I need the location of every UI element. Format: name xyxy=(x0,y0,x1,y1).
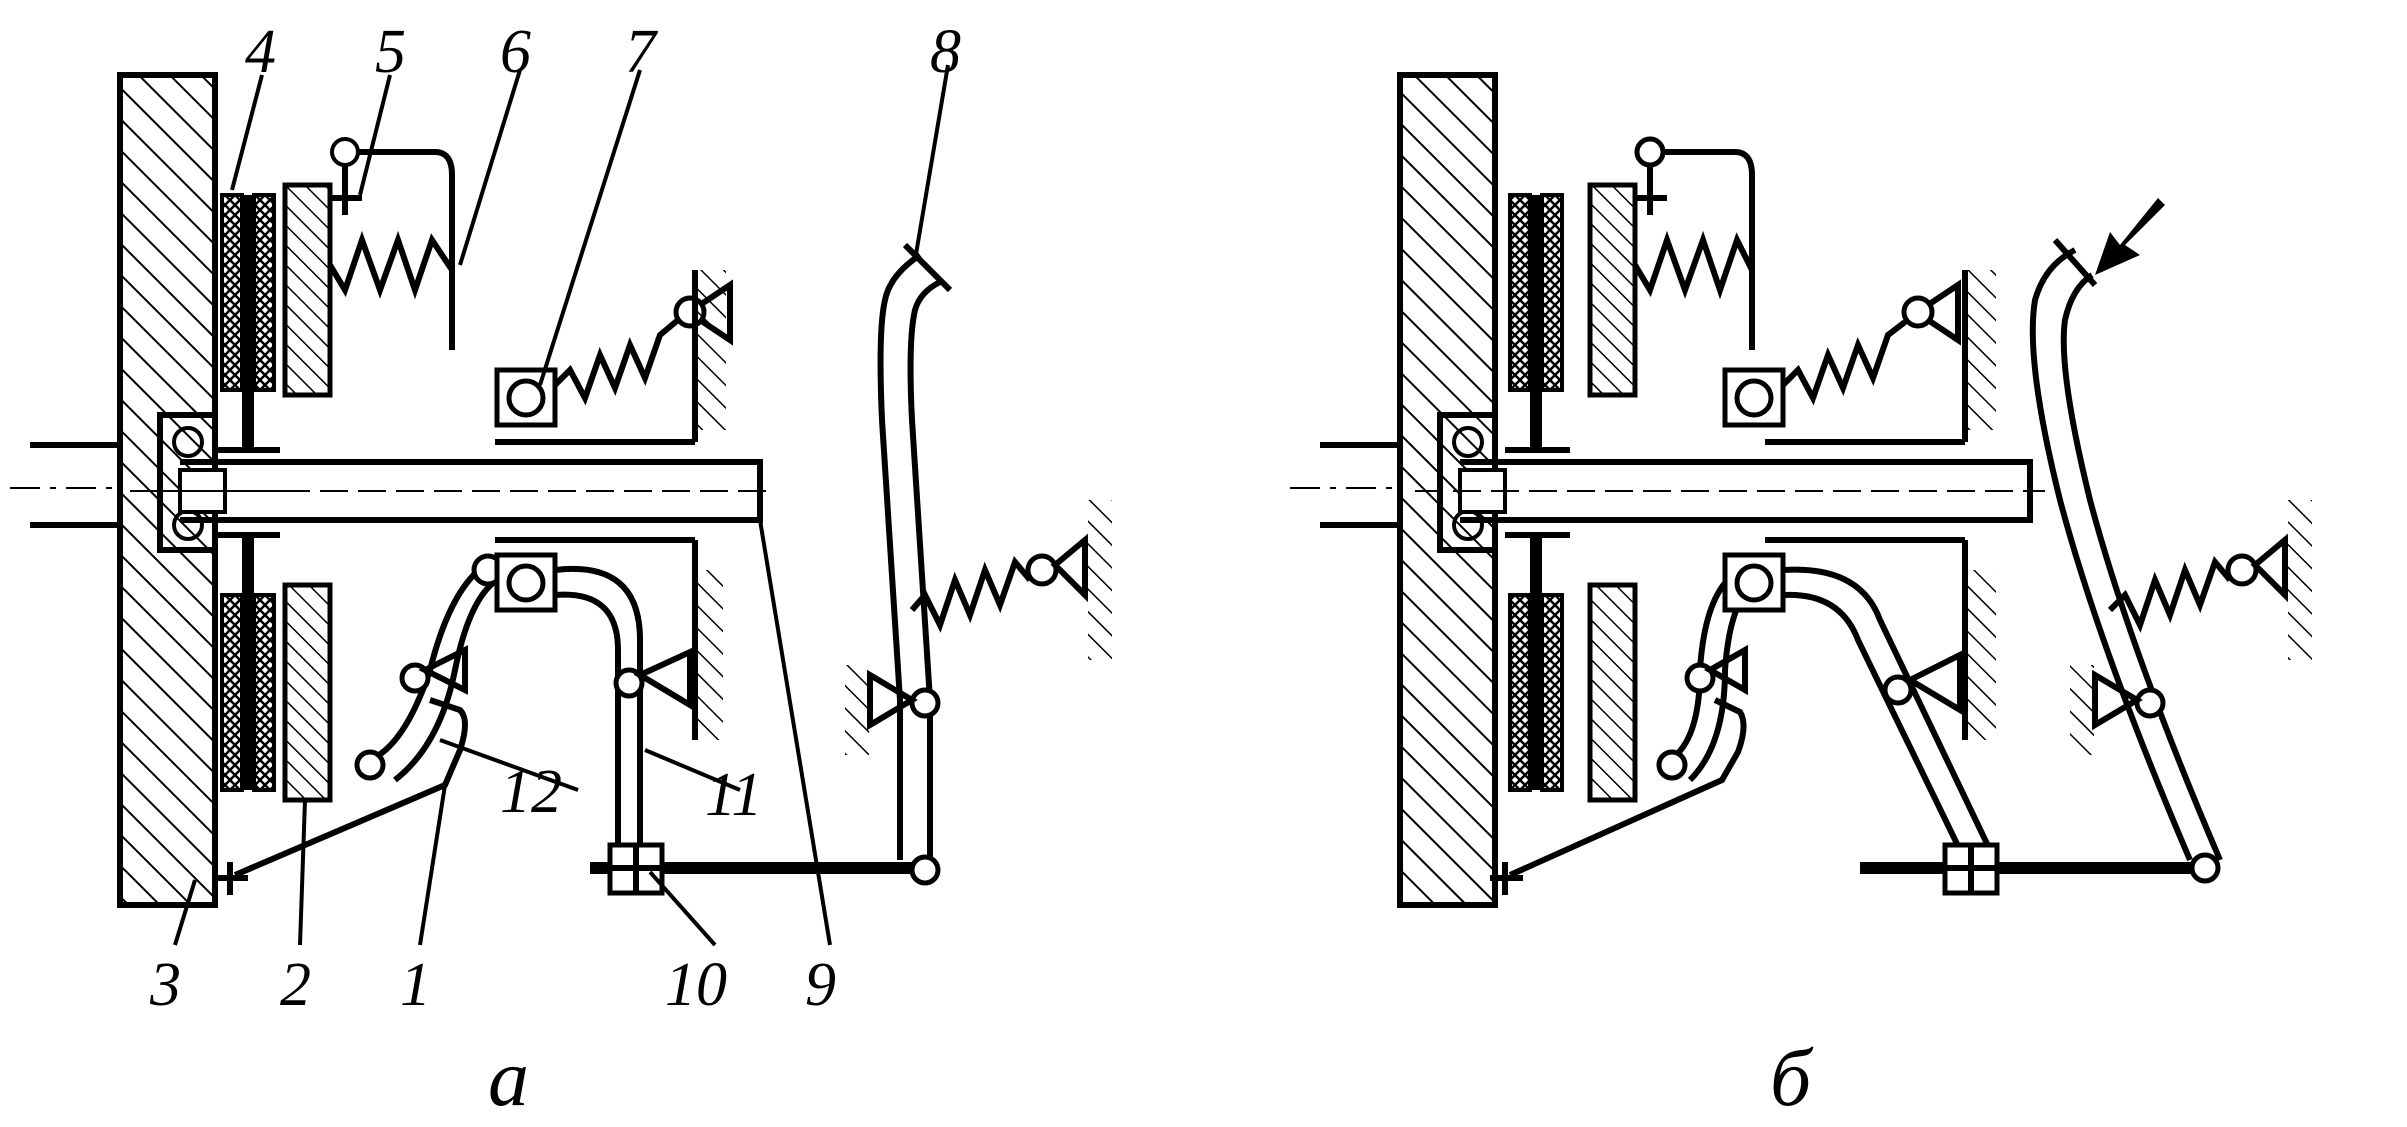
label-7: 7 xyxy=(625,18,659,86)
crankshaft-stub xyxy=(10,442,125,528)
clutch-shaft-b xyxy=(1415,459,2045,523)
crankshaft-stub-b xyxy=(1290,442,1405,528)
label-6: 6 xyxy=(500,18,531,86)
label-9: 9 xyxy=(805,951,836,1019)
view-b: б xyxy=(1290,72,2312,1123)
pressure-plate-bottom-b xyxy=(1587,582,1638,803)
label-12: 12 xyxy=(500,758,562,826)
driven-disc-b xyxy=(1505,193,1570,792)
label-8: 8 xyxy=(930,18,961,86)
label-2: 2 xyxy=(280,951,311,1019)
release-bearing-top-b xyxy=(1722,270,1996,430)
pressure-spring xyxy=(327,137,455,350)
caption-b: б xyxy=(1770,1032,1814,1123)
label-10: 10 xyxy=(665,951,727,1019)
pressure-plate-top xyxy=(282,182,333,398)
clutch-pedal xyxy=(845,242,1112,886)
pressure-plate-bottom xyxy=(282,582,333,803)
release-rod-b xyxy=(1860,842,2200,896)
driven-disc xyxy=(218,193,280,792)
clutch-pedal-b xyxy=(2029,238,2312,884)
label-11: 11 xyxy=(705,761,762,829)
release-bearing-top xyxy=(494,270,733,430)
caption-a: а xyxy=(488,1032,529,1123)
force-arrow-icon xyxy=(2095,198,2165,275)
pressure-spring-b xyxy=(1632,136,1755,350)
label-5: 5 xyxy=(375,18,406,86)
release-rod xyxy=(590,842,930,896)
release-fork-b xyxy=(1722,552,1996,852)
label-3: 3 xyxy=(149,951,181,1019)
view-a: 4 5 6 7 8 3 2 1 10 9 11 12 а xyxy=(10,18,1112,1123)
label-1: 1 xyxy=(400,951,431,1019)
pressure-plate-top-b xyxy=(1587,182,1638,398)
label-4: 4 xyxy=(245,18,276,86)
leader-lines xyxy=(173,64,950,947)
release-fork xyxy=(494,552,723,850)
part-labels-a: 4 5 6 7 8 3 2 1 10 9 11 12 xyxy=(149,18,961,1019)
clutch-shaft xyxy=(130,459,775,523)
